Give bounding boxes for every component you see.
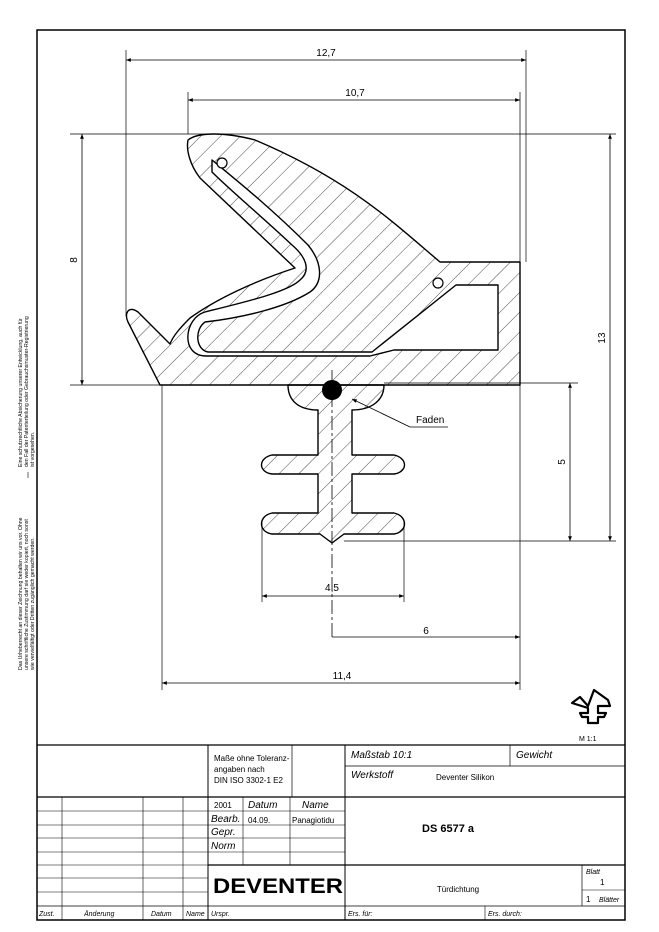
dim-height-foot: 5 — [557, 459, 568, 465]
ursprung: Urspr. — [211, 911, 230, 918]
sheets-label: Blätter — [599, 897, 620, 904]
title-block-text: Maße ohne Toleranz- angaben nach DIN ISO… — [38, 750, 620, 918]
sheet-value: 1 — [600, 878, 605, 887]
row-gepr: Gepr. — [211, 827, 236, 838]
col-datum: Datum — [151, 911, 172, 918]
drawing-frame — [36, 29, 626, 921]
callout-faden: Faden — [416, 415, 444, 426]
weight-label: Gewicht — [516, 750, 553, 761]
dim-width-foot: 4,5 — [325, 583, 339, 594]
part-name: Türdichtung — [437, 885, 479, 894]
side-note-line-6: ist vorgesehen. — [30, 432, 36, 467]
col-zust: Zust. — [38, 911, 55, 918]
side-note-line-5: den Fall der Patenterteilung oder Gebrau… — [24, 316, 30, 467]
row-bearb: Bearb. — [211, 814, 240, 825]
bearb-name: Panagiotidu — [292, 816, 334, 825]
side-note-line-2: unsere schriftliche Zustimmung darf sie … — [24, 519, 30, 670]
material-label: Werkstoff — [351, 770, 394, 781]
side-note-line-1: Das Urheberrecht an dieser Zeichnung beh… — [18, 517, 24, 670]
tolerance-line-1: Maße ohne Toleranz- — [214, 754, 290, 763]
date-header: Datum — [248, 800, 277, 811]
tolerance-line-3: DIN ISO 3302-1 E2 — [214, 776, 283, 785]
row-norm: Norm — [211, 841, 235, 852]
dim-width-overall: 12,7 — [316, 48, 336, 59]
extension-lines — [70, 50, 616, 690]
dim-height-total: 13 — [597, 332, 608, 344]
title-block — [37, 744, 625, 920]
drawing-number: DS 6577 a — [422, 823, 475, 835]
dim-height-upper: 8 — [69, 257, 80, 263]
profile-hole-right — [432, 277, 444, 289]
dimension-lines — [80, 58, 612, 685]
sheet-label: Blatt — [586, 869, 601, 876]
bearb-date: 04.09. — [248, 816, 270, 825]
scale-icon: M 1:1 — [570, 688, 612, 743]
side-note-line-3: wie vervielfältigt oder Dritten zugängli… — [30, 537, 36, 670]
col-name: Name — [186, 911, 205, 918]
year: 2001 — [214, 801, 232, 810]
material-value: Deventer Silikon — [436, 773, 494, 782]
dim-offset-center: 6 — [423, 626, 429, 637]
dim-width-base: 11,4 — [333, 671, 352, 682]
name-header: Name — [302, 800, 329, 811]
tolerance-line-2: angaben nach — [214, 765, 265, 774]
dimension-labels: 12,7 10,7 8 13 5 4,5 6 11,4 Faden — [69, 48, 608, 682]
ersatz-fuer: Ers. für: — [348, 911, 373, 918]
profile-inner-cavity — [187, 159, 499, 357]
col-aenderung: Änderung — [83, 910, 114, 918]
scale-icon-label: M 1:1 — [579, 736, 597, 743]
side-note-line-4: Eine schutzrechtliche Absicherung unsere… — [18, 318, 24, 467]
profile-hole-left — [216, 157, 228, 169]
scale-label: Maßstab 10:1 — [351, 750, 412, 761]
company-logo: DEVENTER — [213, 875, 343, 898]
sheets-count: 1 — [586, 895, 591, 904]
profile-foot — [260, 384, 406, 544]
ersetzt-durch: Ers. durch: — [488, 911, 522, 918]
copyright-note: Das Urheberrecht an dieser Zeichnung beh… — [18, 316, 36, 670]
seal-profile — [125, 133, 521, 640]
dim-width-upper: 10,7 — [345, 88, 365, 99]
